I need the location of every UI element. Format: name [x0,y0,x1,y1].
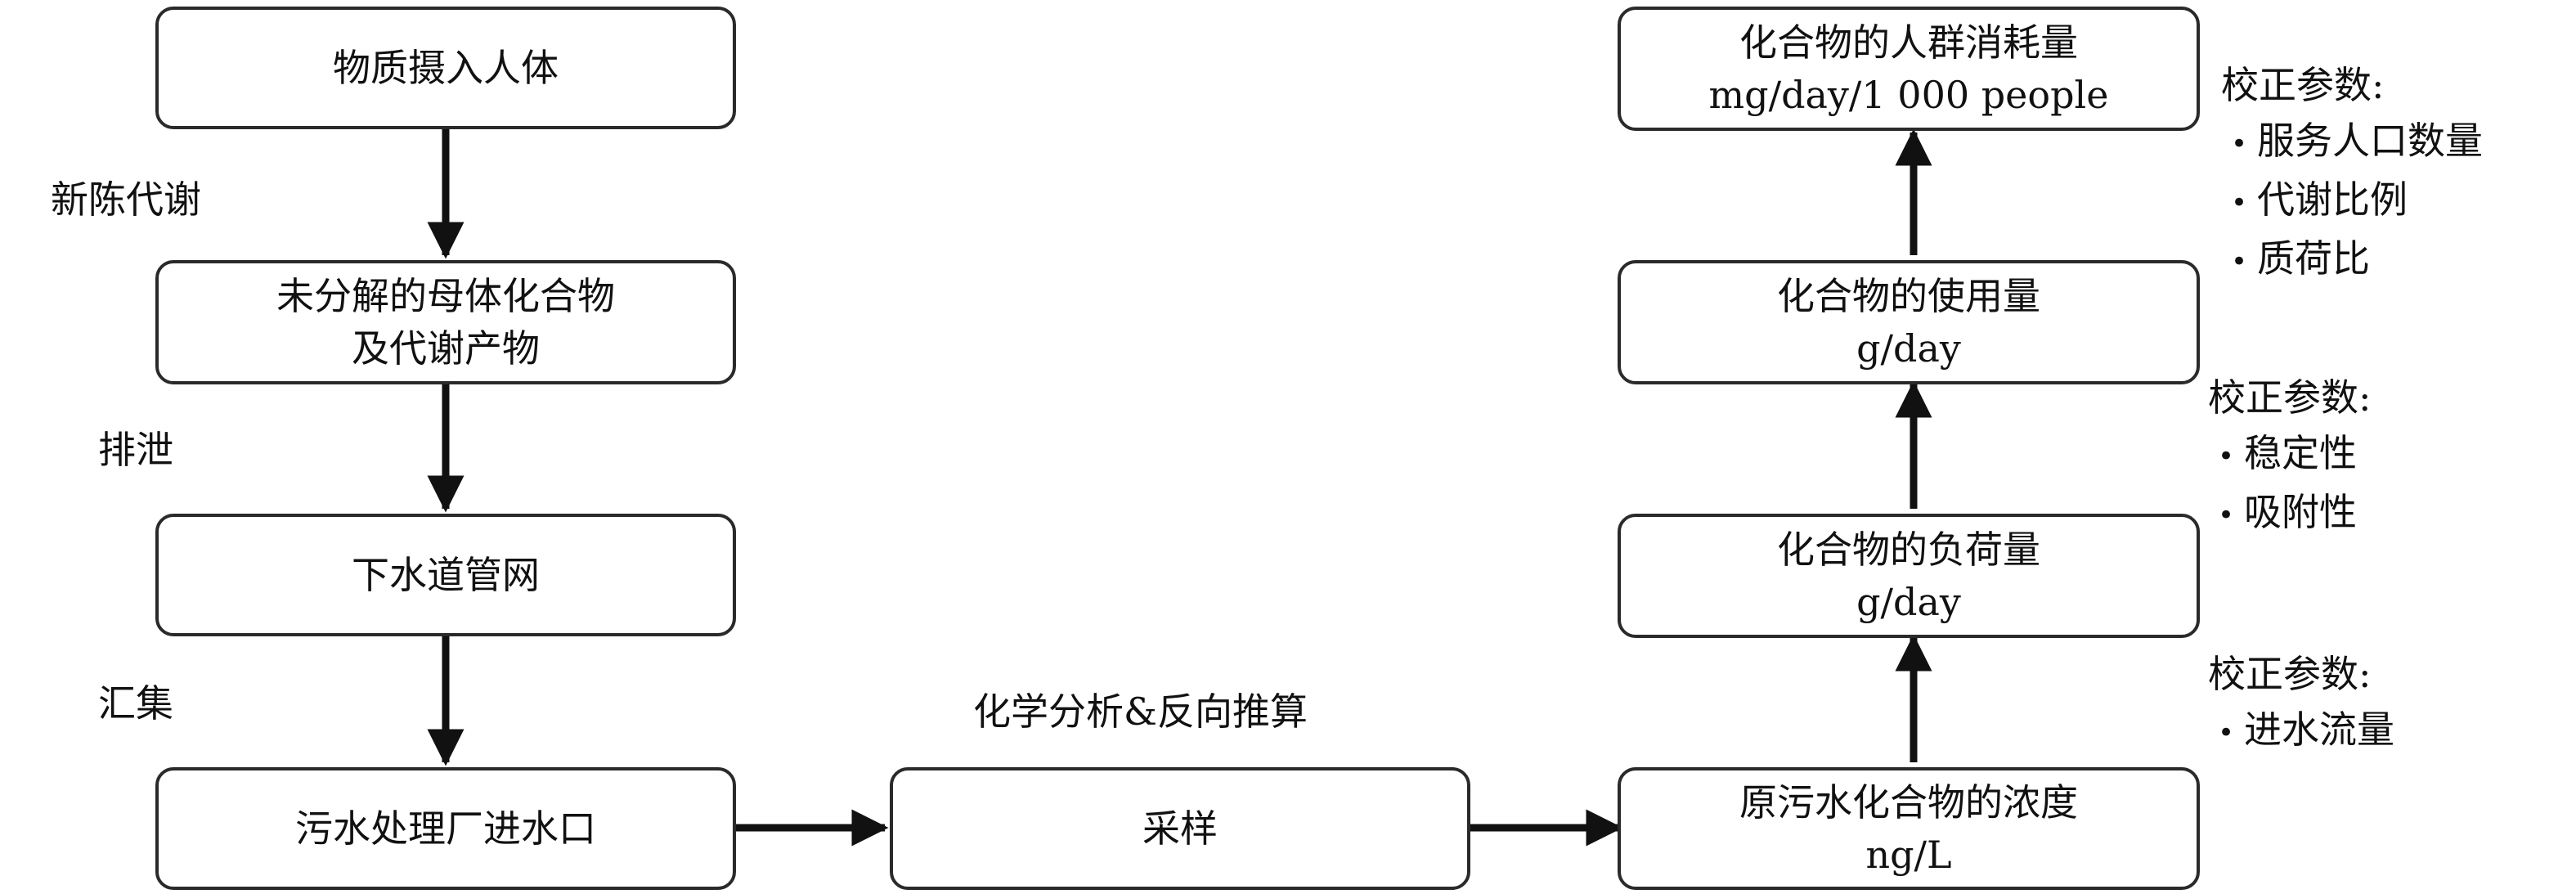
box-substance-intake-text: 物质摄入人体 [333,46,559,90]
box-parent-compounds-line2: 及代谢产物 [352,326,540,371]
box-wwtp-inlet: 污水处理厂进水口 [155,767,736,890]
param-item: 质荷比 [2221,231,2483,290]
box-sampling-text: 采样 [1142,806,1218,851]
label-excretion: 排泄 [98,428,173,472]
box-raw-concentration-line2: ng/L [1865,833,1952,877]
param-item: 吸附性 [2208,484,2372,543]
box-parent-compounds: 未分解的母体化合物 及代谢产物 [155,260,736,384]
box-wwtp-inlet-text: 污水处理厂进水口 [295,806,596,851]
correction-params-title: 校正参数: [2208,652,2372,696]
box-compound-usage-line1: 化合物的使用量 [1777,274,2040,318]
box-sewer-network-text: 下水道管网 [352,553,540,597]
box-raw-concentration: 原污水化合物的浓度 ng/L [1618,767,2200,890]
box-parent-compounds-line1: 未分解的母体化合物 [276,274,615,318]
box-compound-usage: 化合物的使用量 g/day [1618,260,2200,384]
box-population-consumption-line2: mg/day/1 000 people [1708,73,2109,117]
box-sewer-network: 下水道管网 [155,514,736,636]
box-sampling: 采样 [890,767,1470,890]
box-compound-usage-line2: g/day [1856,326,1961,371]
param-item: 服务人口数量 [2221,113,2483,172]
label-collection: 汇集 [98,681,173,726]
label-chemical-analysis: 化学分析&反向推算 [973,690,1308,734]
correction-params-title: 校正参数: [2221,63,2385,107]
correction-params-usage: 校正参数: 稳定性 吸附性 [2208,370,2372,543]
param-item: 进水流量 [2208,702,2394,761]
box-population-consumption-line1: 化合物的人群消耗量 [1739,20,2078,65]
label-metabolism: 新陈代谢 [51,177,201,222]
box-population-consumption: 化合物的人群消耗量 mg/day/1 000 people [1618,7,2200,131]
box-compound-load-line2: g/day [1856,580,1961,624]
box-compound-load: 化合物的负荷量 g/day [1618,514,2200,638]
box-substance-intake: 物质摄入人体 [155,7,736,129]
box-raw-concentration-line1: 原污水化合物的浓度 [1739,780,2078,824]
param-item: 稳定性 [2208,425,2372,484]
correction-params-title: 校正参数: [2208,375,2372,420]
param-item: 代谢比例 [2221,172,2483,231]
correction-params-consumption: 校正参数: 服务人口数量 代谢比例 质荷比 [2221,57,2483,290]
correction-params-load: 校正参数: 进水流量 [2208,646,2394,761]
box-compound-load-line1: 化合物的负荷量 [1777,528,2040,572]
